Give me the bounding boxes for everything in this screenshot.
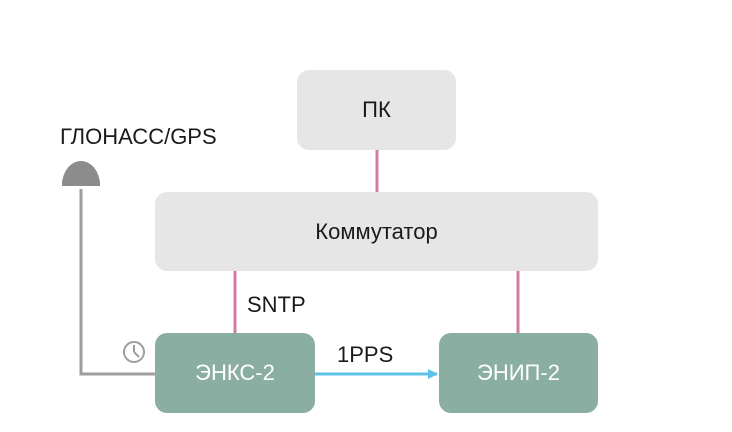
enks-node: ЭНКС-2 bbox=[155, 333, 315, 413]
pps-label: 1PPS bbox=[337, 342, 394, 367]
sntp-label: SNTP bbox=[247, 292, 306, 317]
satellite-antenna-icon bbox=[62, 161, 100, 186]
enip-node: ЭНИП-2 bbox=[439, 333, 598, 413]
link-antenna-enks bbox=[79, 189, 155, 376]
switch-node: Коммутатор bbox=[155, 192, 598, 271]
clock-icon bbox=[123, 341, 145, 363]
pc-node: ПК bbox=[297, 70, 456, 150]
gnss-label: ГЛОНАСС/GPS bbox=[60, 124, 217, 149]
